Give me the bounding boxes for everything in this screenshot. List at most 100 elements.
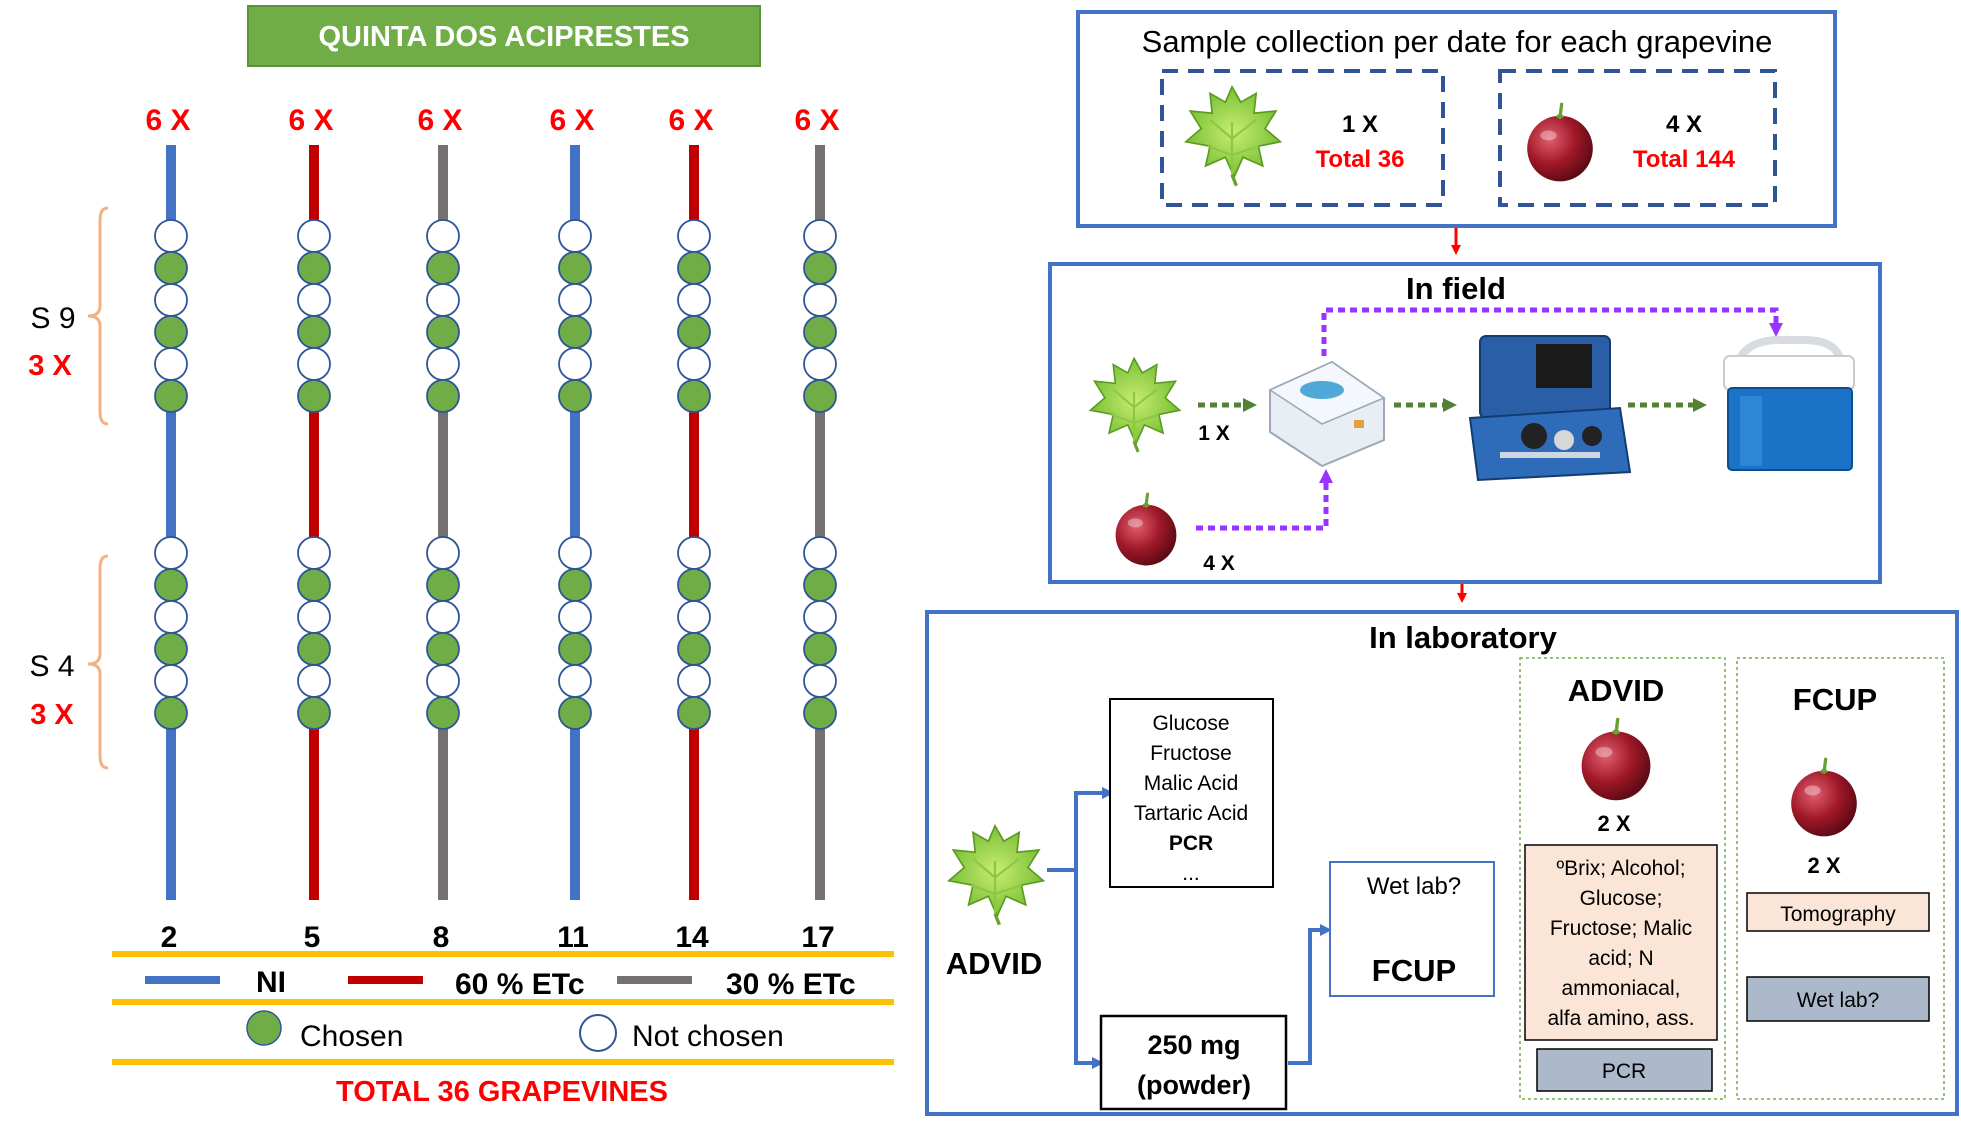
arrow-powder-to-fcup — [1288, 924, 1332, 1065]
row-multiplier: 6 X — [549, 104, 594, 137]
vine-not-chosen — [297, 600, 331, 634]
advid-pcr-box — [1536, 1048, 1713, 1092]
analysis-item: Tartaric Acid — [1134, 802, 1248, 825]
legend-chosen-dot — [246, 1010, 282, 1046]
analysis-list-box — [1109, 698, 1274, 888]
advid-analyses: ºBrix; Alcohol;Glucose;Fructose; Malicac… — [1547, 857, 1694, 1030]
vine-chosen — [154, 251, 188, 285]
field-leaf-multiplier: 1 X — [1198, 422, 1230, 445]
in-field-title: In field — [1406, 271, 1506, 306]
advid-column-title: ADVID — [1568, 673, 1664, 708]
advid-pcr: PCR — [1602, 1060, 1646, 1083]
row-number: 14 — [675, 921, 709, 954]
vine-chosen — [803, 315, 837, 349]
grape-sample-box — [1498, 69, 1777, 207]
vine-not-chosen — [426, 664, 460, 698]
field-device-icon — [1268, 360, 1386, 468]
section-s4-multiplier: 3 X — [30, 699, 74, 731]
grape-total: Total 144 — [1633, 146, 1736, 173]
vine-row: 6 X 8 — [417, 104, 462, 954]
vine-not-chosen — [677, 536, 711, 570]
advid-analysis-line: ammoniacal, — [1561, 977, 1680, 1000]
vine-not-chosen — [558, 347, 592, 381]
vine-not-chosen — [558, 283, 592, 317]
analysis-item: Glucose — [1152, 712, 1229, 735]
row-number: 8 — [433, 921, 450, 954]
vine-chosen — [803, 632, 837, 666]
vine-not-chosen — [558, 219, 592, 253]
vine-chosen — [426, 315, 460, 349]
row-multiplier: 6 X — [417, 104, 462, 137]
vine-chosen — [558, 379, 592, 413]
yellow-band — [112, 951, 894, 957]
in-laboratory-title: In laboratory — [1369, 620, 1558, 655]
vine-chosen — [677, 568, 711, 602]
vine-chosen — [154, 568, 188, 602]
vine-not-chosen — [803, 536, 837, 570]
vine-chosen — [803, 379, 837, 413]
analysis-item: Malic Acid — [1144, 772, 1239, 795]
vine-chosen — [677, 315, 711, 349]
vine-chosen — [154, 632, 188, 666]
vine-chosen — [426, 251, 460, 285]
vine-row: 6 X14 — [668, 104, 713, 954]
fcup-multiplier: 2 X — [1807, 853, 1840, 878]
vine-chosen — [803, 696, 837, 730]
vine-not-chosen — [154, 536, 188, 570]
row-number: 2 — [161, 921, 178, 954]
bracket-s9 — [87, 206, 109, 426]
vine-chosen — [297, 568, 331, 602]
legend-30-etc: 30 % ETc — [726, 968, 856, 1001]
vine-row-line — [570, 145, 580, 900]
row-multiplier: 6 X — [145, 104, 190, 137]
vine-not-chosen — [426, 536, 460, 570]
vine-chosen — [426, 632, 460, 666]
vine-row-line — [309, 145, 319, 900]
vine-chosen — [297, 696, 331, 730]
vine-not-chosen — [154, 664, 188, 698]
vine-not-chosen — [558, 664, 592, 698]
sample-collection-title: Sample collection per date for each grap… — [1142, 24, 1773, 59]
vine-not-chosen — [803, 219, 837, 253]
vine-not-chosen — [677, 347, 711, 381]
row-multiplier: 6 X — [288, 104, 333, 137]
vine-row: 6 X11 — [549, 104, 594, 954]
vine-chosen — [426, 568, 460, 602]
section-s4-name: S 4 — [29, 650, 74, 683]
vine-not-chosen — [426, 600, 460, 634]
advid-column — [1519, 657, 1726, 1100]
in-field-panel: In field 1 X 4 X — [1048, 262, 1882, 584]
row-number: 5 — [304, 921, 321, 954]
vine-chosen — [297, 315, 331, 349]
legend-ni-swatch — [145, 976, 220, 984]
advid-analyses-box — [1524, 844, 1718, 1041]
advid-analysis-line: Fructose; Malic — [1550, 917, 1692, 940]
vine-not-chosen — [803, 600, 837, 634]
fcup-column — [1736, 657, 1945, 1100]
vine-not-chosen — [426, 347, 460, 381]
leaf-multiplier: 1 X — [1342, 111, 1378, 138]
yellow-band — [112, 1059, 894, 1065]
vine-not-chosen — [297, 219, 331, 253]
row-multiplier: 6 X — [794, 104, 839, 137]
in-laboratory-panel: In laboratory ADVID GlucoseFructoseMalic… — [925, 610, 1959, 1116]
vine-row-line — [166, 145, 176, 900]
vine-not-chosen — [154, 219, 188, 253]
vine-not-chosen — [803, 283, 837, 317]
vine-not-chosen — [297, 664, 331, 698]
bracket-s4 — [87, 554, 109, 770]
vine-not-chosen — [677, 283, 711, 317]
vine-row: 6 X 5 — [288, 104, 333, 954]
vine-not-chosen — [677, 219, 711, 253]
vine-row-line — [438, 145, 448, 900]
vine-not-chosen — [803, 347, 837, 381]
advid-analysis-line: ºBrix; Alcohol; — [1556, 857, 1685, 880]
vine-chosen — [558, 315, 592, 349]
vine-not-chosen — [426, 219, 460, 253]
vine-chosen — [426, 696, 460, 730]
advid-multiplier: 2 X — [1597, 811, 1630, 836]
vine-chosen — [297, 379, 331, 413]
vine-chosen — [558, 696, 592, 730]
legend-chosen: Chosen — [300, 1020, 403, 1053]
vine-chosen — [803, 251, 837, 285]
